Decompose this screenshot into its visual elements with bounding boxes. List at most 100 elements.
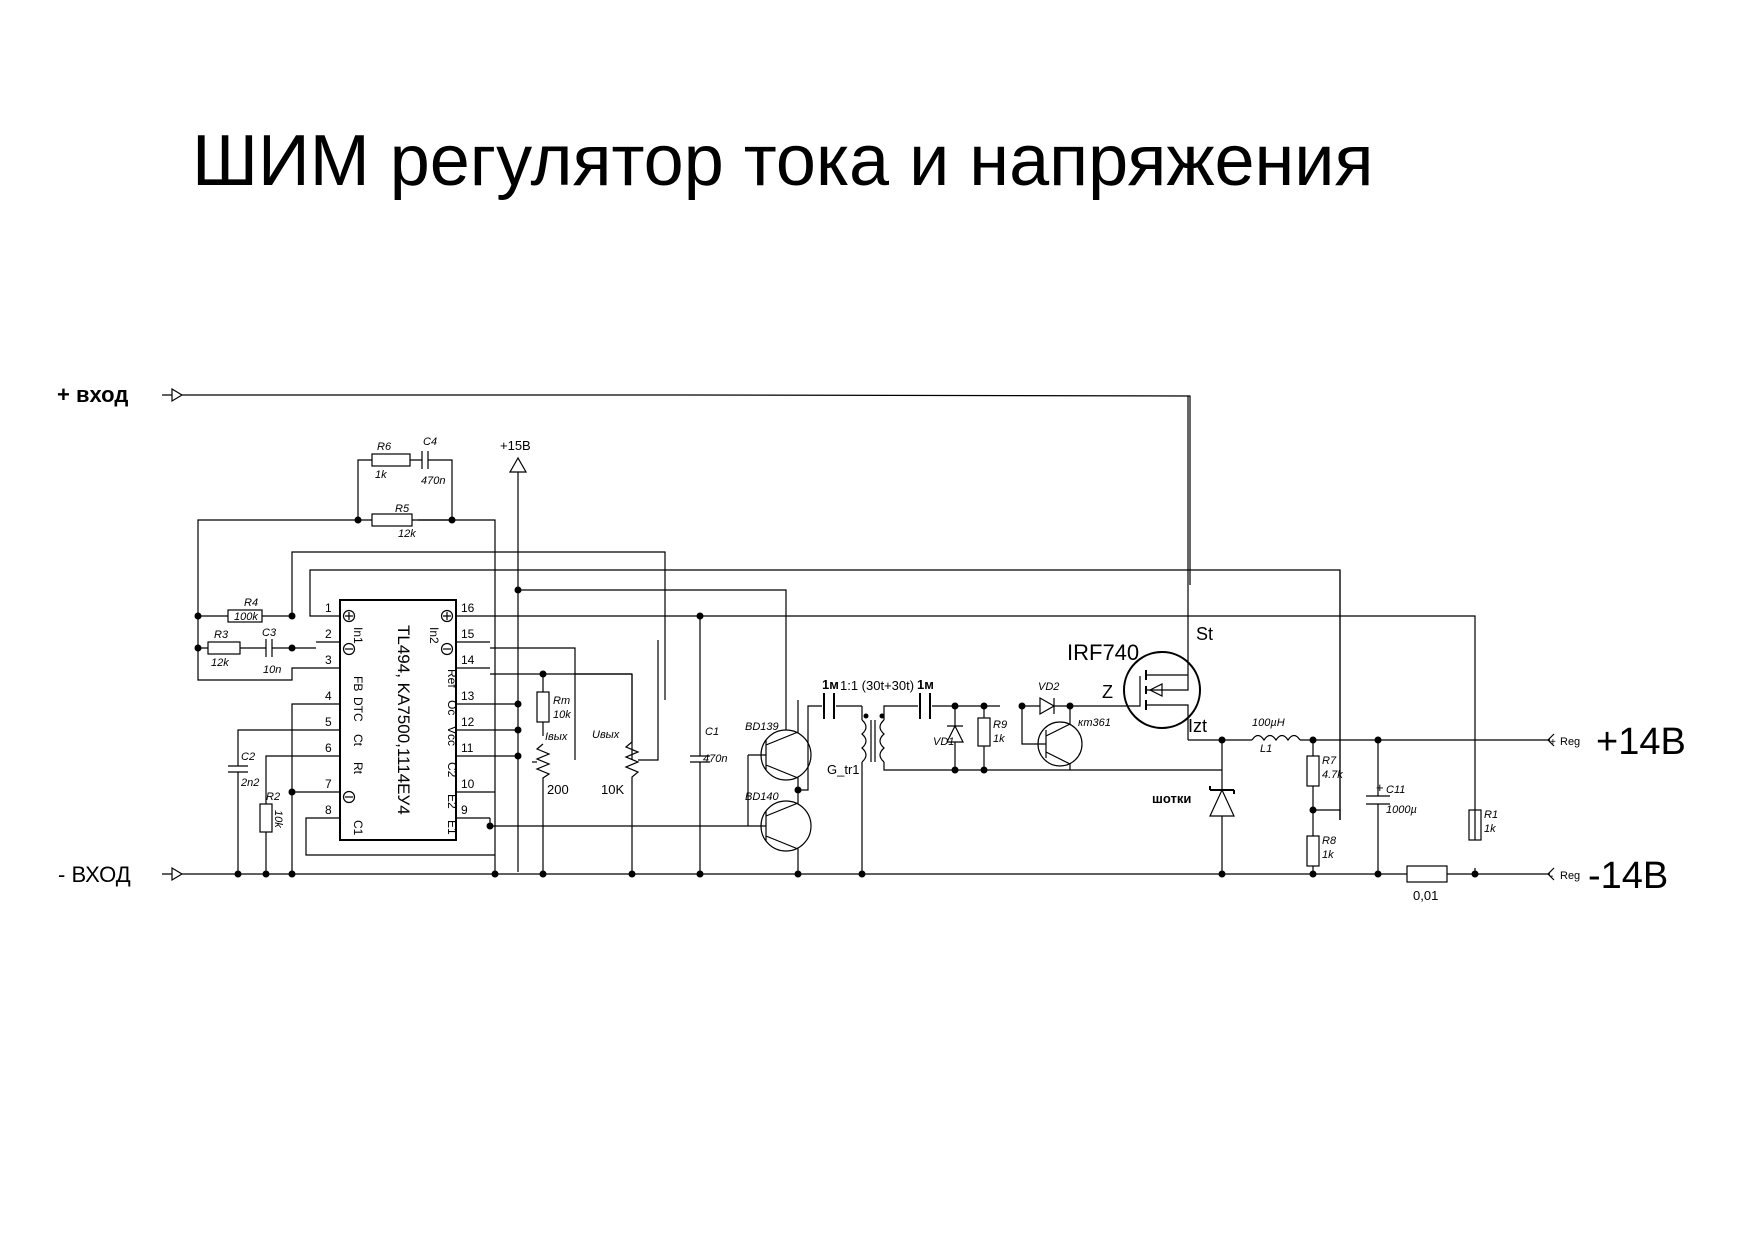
ic-label-vcc: Vcc — [445, 726, 459, 746]
r3-value: 12k — [211, 657, 229, 669]
r2-value: 10k — [272, 810, 284, 828]
current-pot: Rm 10k Iвых 200 — [532, 670, 571, 878]
ic-label-dtc: DTC — [351, 697, 365, 722]
pin-12: 12 — [461, 715, 475, 729]
minus-input-rail: - ВХОД — [58, 862, 1550, 887]
c1-value: 470n — [703, 753, 727, 765]
pin-3: 3 — [325, 653, 332, 667]
mosfet-label: IRF740 — [1067, 640, 1139, 665]
minus-input-label: - ВХОД — [58, 862, 131, 887]
r4-ref: R4 — [244, 597, 258, 609]
pot-u-label: Uвых — [592, 729, 620, 741]
c11-ref: C11 — [1386, 784, 1405, 796]
gate-transformer: 1м 1:1 (30t+30t) G_tr1 1м — [798, 677, 1222, 878]
voltage-divider: R7 4.7k R8 1k — [1306, 570, 1343, 878]
pin-16: 16 — [461, 601, 475, 615]
pot-u-value: 10K — [601, 782, 624, 797]
out-plus-tag: Reg — [1560, 736, 1580, 748]
vd1-label: VD1 — [933, 736, 954, 748]
out-plus-sign: + — [1550, 737, 1556, 748]
out-plus-label: +14В — [1596, 721, 1686, 763]
l1-ref: L1 — [1260, 743, 1272, 755]
z-label: Z — [1102, 682, 1113, 702]
pin-2: 2 — [325, 627, 332, 641]
out-minus-sign: - — [1550, 871, 1553, 882]
r1-shunt: R1 1k 0,01 — [1406, 809, 1498, 903]
output-stage: шотки 100µH L1 — [1152, 717, 1550, 878]
vd2-label: VD2 — [1038, 681, 1059, 693]
c3-ref: C3 — [262, 627, 277, 639]
ic-label-ct: Ct — [351, 734, 365, 747]
r9-ref: R9 — [993, 719, 1007, 731]
r7-value: 4.7k — [1322, 769, 1343, 781]
output-terminals: + Reg +14В - Reg -14В — [1547, 721, 1686, 897]
ic-label-rt: Rt — [351, 762, 365, 775]
r8-value: 1k — [1322, 849, 1334, 861]
st-label: St — [1196, 624, 1213, 644]
cap-a-label: 1м — [822, 677, 839, 692]
page-title: ШИМ регулятор тока и напряжения — [192, 121, 1374, 201]
r5-value: 12k — [398, 528, 416, 540]
pin-15: 15 — [461, 627, 475, 641]
rm-value: 10k — [553, 709, 571, 721]
c2-value: 2n2 — [240, 777, 259, 789]
pin-1: 1 — [325, 601, 332, 615]
supply-label: +15В — [500, 438, 531, 453]
izt-label: Izt — [1188, 716, 1207, 736]
pin-6: 6 — [325, 741, 332, 755]
r6-ref: R6 — [377, 441, 392, 453]
r6-value: 1k — [375, 469, 387, 481]
vd2-kt361: VD2 кт361 — [1018, 681, 1128, 770]
plus-input-rail: + вход — [57, 382, 1191, 585]
voltage-pot: Uвых 10K — [575, 640, 659, 878]
c3-value: 10n — [263, 664, 281, 676]
pin-7: 7 — [325, 777, 332, 791]
r9-value: 1k — [993, 733, 1005, 745]
schottky-label: шотки — [1152, 791, 1191, 806]
tr-ratio-label: 1:1 (30t+30t) — [840, 678, 914, 693]
c11-plus: + — [1376, 780, 1384, 795]
q-bot-ref: BD140 — [745, 791, 780, 803]
pin-11: 11 — [461, 741, 474, 755]
driver-transistors: BD139 BD140 — [745, 700, 812, 878]
c2-ref: C2 — [241, 751, 255, 763]
r8-ref: R8 — [1322, 835, 1337, 847]
r1-ref: R1 — [1484, 809, 1498, 821]
ic-label-oc: Oc — [445, 700, 459, 715]
mosfet: IRF740 St Z Izt — [1067, 396, 1213, 740]
pin-8: 8 — [325, 803, 332, 817]
ic-label-in1: In1 — [351, 627, 365, 644]
pot-i-value: 200 — [547, 782, 569, 797]
ic-label-c1: C1 — [351, 820, 365, 836]
pin-9: 9 — [461, 803, 468, 817]
ic-label-e1: E1 — [445, 820, 459, 835]
q-top-ref: BD139 — [745, 721, 779, 733]
c4-ref: C4 — [423, 436, 437, 448]
ic-label-c2: C2 — [445, 762, 459, 778]
shunt-label: 0,01 — [1413, 888, 1438, 903]
ic-label-e2: E2 — [445, 794, 459, 809]
rm-ref: Rm — [553, 695, 570, 707]
c1-ref: C1 — [705, 726, 719, 738]
r4-value: 100k — [234, 611, 258, 623]
l1-value: 100µH — [1252, 717, 1285, 729]
ic-label-ref: Ref — [445, 669, 459, 688]
c11-capacitor: + C11 1000µ — [1366, 740, 1417, 878]
pin-5: 5 — [325, 715, 332, 729]
tr-ref-label: G_tr1 — [827, 762, 860, 777]
r7-ref: R7 — [1322, 755, 1337, 767]
supply-15v: +15В — [500, 438, 531, 872]
pin-14: 14 — [461, 653, 475, 667]
c11-value: 1000µ — [1386, 804, 1417, 816]
plus-input-label: + вход — [57, 382, 128, 407]
ic-label-in2: In2 — [427, 627, 441, 644]
kt-label: кт361 — [1078, 717, 1111, 729]
ic-label-fb: FB — [351, 676, 365, 691]
vd1-r9: VD1 R9 1k — [933, 702, 1007, 774]
r1-value: 1k — [1484, 823, 1496, 835]
pin-10: 10 — [461, 777, 475, 791]
cap-b-label: 1м — [917, 677, 934, 692]
pin-13: 13 — [461, 689, 475, 703]
ic-right-wiring — [486, 586, 1476, 878]
